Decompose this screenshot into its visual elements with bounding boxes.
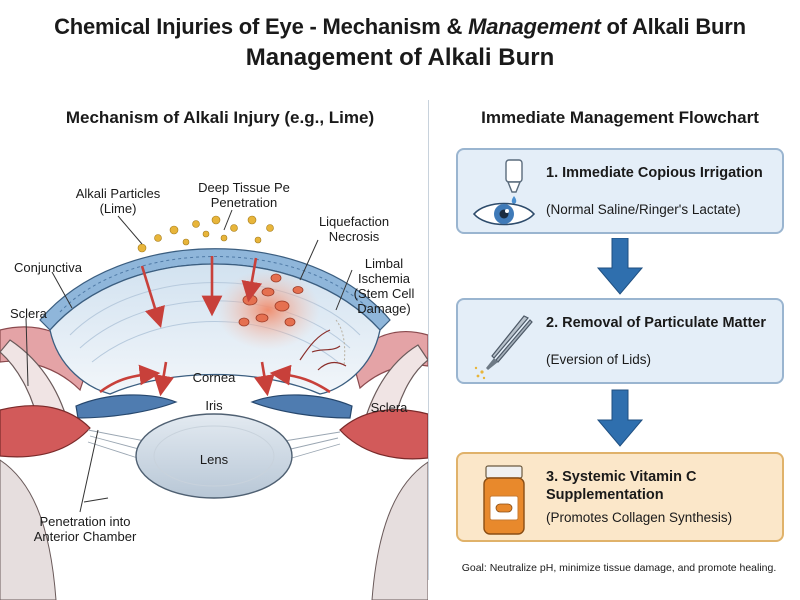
- iris-right: [250, 394, 353, 419]
- eye-drop-icon: [472, 159, 536, 226]
- step-box-vitamin-c: 3. Systemic Vitamin C Supplementation (P…: [456, 452, 784, 542]
- alkali-particles: [137, 215, 274, 253]
- flow-arrow-down: [596, 389, 644, 447]
- label-anterior-chamber: Penetration into Anterior Chamber: [33, 514, 137, 544]
- panel-divider: [428, 100, 429, 580]
- label-alkali-particles: Alkali Particles (Lime): [75, 186, 161, 216]
- label-conjunctiva: Conjunctiva: [14, 260, 82, 275]
- label-sclera-left: Sclera: [10, 306, 47, 321]
- step-title: 1. Immediate Copious Irrigation: [546, 165, 763, 181]
- burn-zone: [216, 270, 320, 350]
- ciliary-body-left: [0, 405, 91, 458]
- left-panel-title: Mechanism of Alkali Injury (e.g., Lime): [65, 108, 375, 127]
- step-title: 3. Systemic Vitamin C Supplementation: [546, 469, 697, 503]
- lower-wall-right: [371, 461, 428, 600]
- label-lens: Lens: [199, 452, 229, 467]
- step-box-irrigation: 1. Immediate Copious Irrigation (Normal …: [456, 148, 784, 234]
- step-title: 2. Removal of Particulate Matter: [546, 315, 766, 331]
- penetration-arrows: [99, 256, 331, 397]
- step-subtitle: (Eversion of Lids): [546, 352, 652, 367]
- title-part: of Alkali Burn: [600, 14, 746, 39]
- iris-left: [75, 394, 178, 419]
- eye-cross-section-diagram: [0, 209, 428, 600]
- title-emphasis: Management: [468, 14, 601, 39]
- label-deep-tissue: Deep Tissue Pe Penetration: [198, 180, 290, 210]
- label-leader-lines: [25, 209, 353, 513]
- ischemic-vessels: [299, 329, 347, 371]
- ciliary-body-right: [339, 409, 428, 460]
- lens: [135, 413, 293, 499]
- label-liquefaction: Liquefaction Necrosis: [318, 214, 390, 244]
- flow-arrow-down: [596, 238, 644, 295]
- main-title: Chemical Injuries of Eye - Mechanism & M…: [0, 14, 800, 40]
- step-box-removal: 2. Removal of Particulate Matter (Eversi…: [456, 298, 784, 384]
- goal-note: Goal: Neutralize pH, minimize tissue dam…: [461, 562, 777, 574]
- label-cornea: Cornea: [192, 370, 236, 385]
- label-iris: Iris: [205, 398, 223, 413]
- title-part: Chemical Injuries of Eye - Mechanism &: [54, 14, 469, 39]
- label-sclera-right: Sclera: [370, 400, 408, 415]
- tweezers-icon: [474, 315, 533, 380]
- step-subtitle: (Promotes Collagen Synthesis): [546, 510, 733, 525]
- pill-bottle-icon: [483, 465, 525, 535]
- subtitle: Management of Alkali Burn: [245, 44, 555, 71]
- right-panel-title: Immediate Management Flowchart: [481, 108, 759, 127]
- step-subtitle: (Normal Saline/Ringer's Lactate): [546, 202, 741, 217]
- label-limbal-ischemia: Limbal Ischemia (Stem Cell Damage): [353, 256, 415, 316]
